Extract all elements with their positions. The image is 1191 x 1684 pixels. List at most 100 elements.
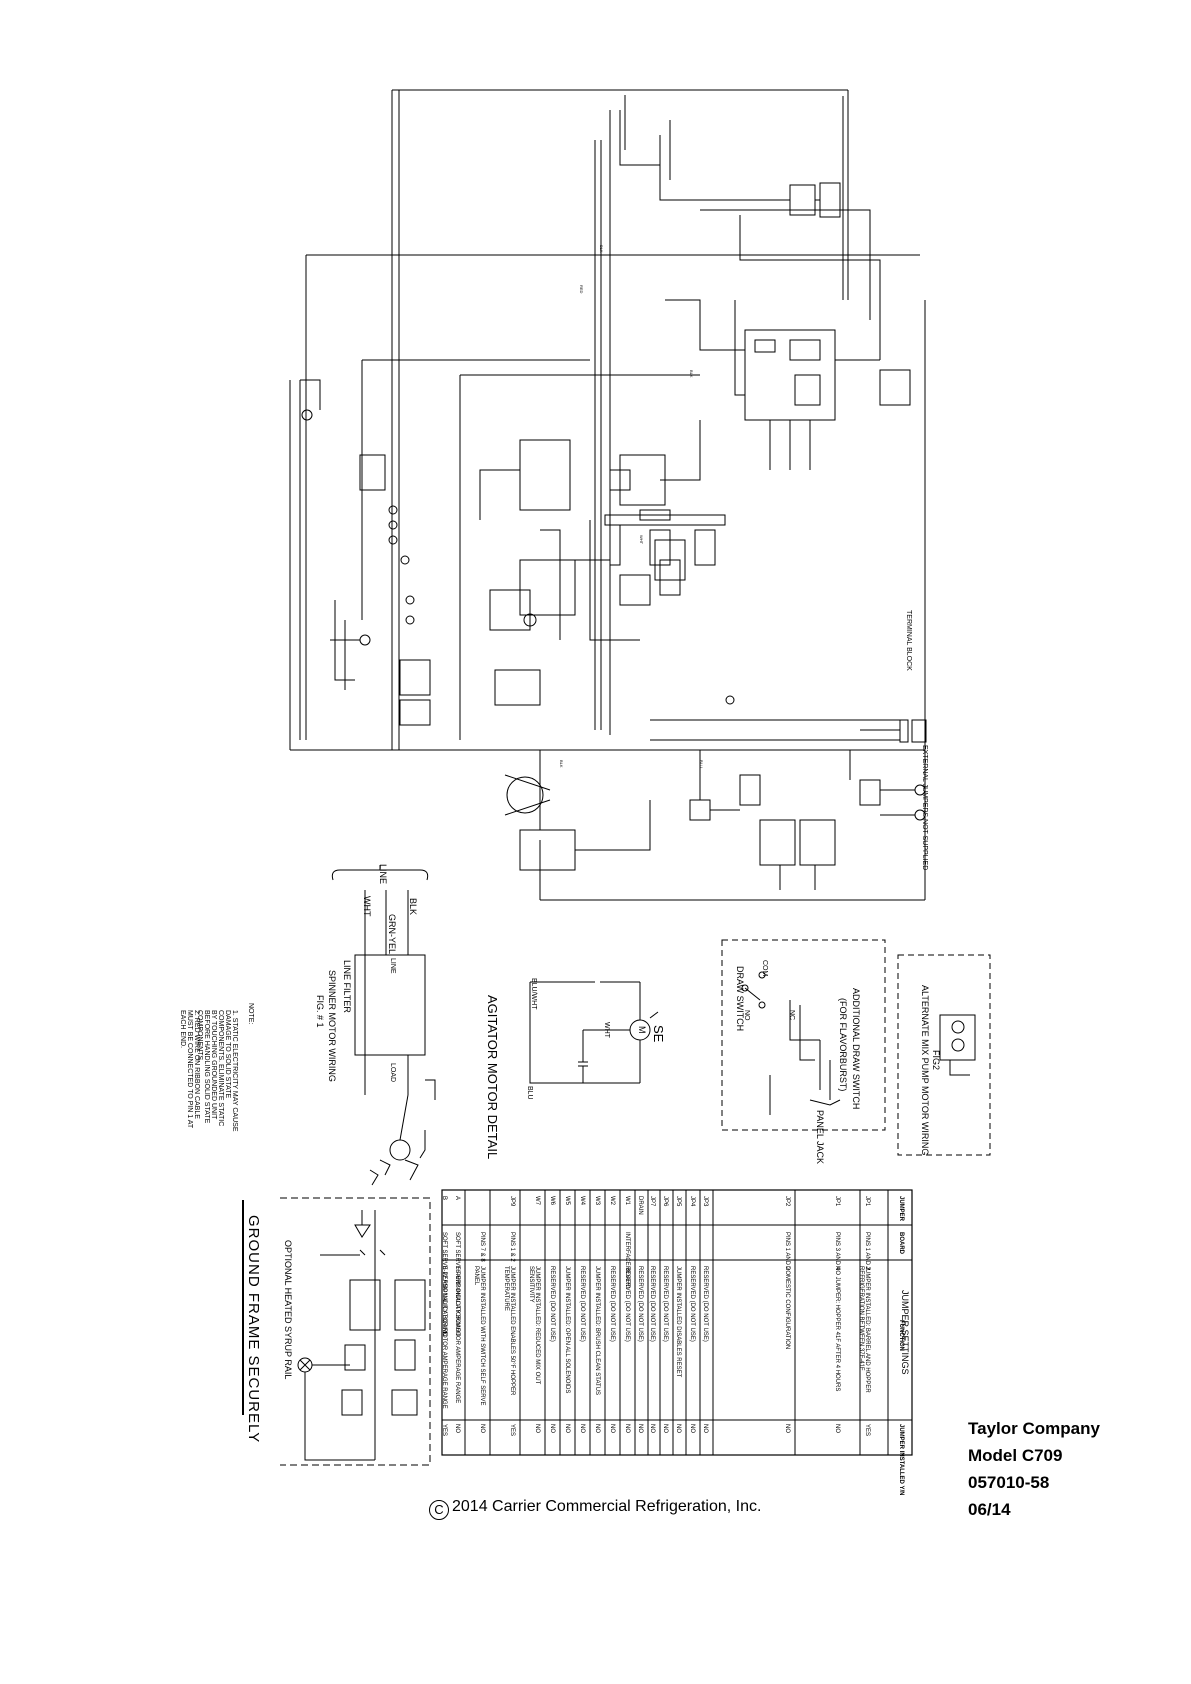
- jt-cell-r14-c3: NO: [549, 1424, 555, 1433]
- line-in-label: LINE: [389, 958, 396, 974]
- jt-cell-r16-c2: JUMPER INSTALLED ENABLES 50°F HOPPER TEM…: [503, 1266, 515, 1396]
- spinner-motor-wiring-label: SPINNER MOTOR WIRING: [327, 970, 337, 1082]
- jt-header-jumper: JUMPER: [898, 1196, 904, 1222]
- drawing-date: 06/14: [968, 1500, 1011, 1519]
- jt-cell-r0-c1: PINS 1 AND 2: [864, 1232, 870, 1271]
- jt-cell-r19-c2: 8-12 AMP INDICATOR/MOTOR AMPERAGE RANGE: [441, 1266, 447, 1409]
- jt-cell-r1-c0: JP1: [834, 1196, 840, 1207]
- com-label: COM: [761, 960, 768, 977]
- jt-cell-r7-c2: RESERVED (DO NOT USE): [649, 1266, 655, 1342]
- optional-heated-rail-label: OPTIONAL HEATED SYRUP RAIL: [283, 1240, 293, 1380]
- jt-cell-r3-c0: JP3: [702, 1196, 708, 1207]
- jt-cell-r9-c3: NO: [624, 1424, 630, 1433]
- jt-cell-r7-c0: JP7: [649, 1196, 655, 1207]
- external-jumpers-label: EXTERNAL JUMPERS NOT SUPPLIED: [921, 745, 928, 871]
- jt-cell-r16-c0: JP9: [509, 1196, 515, 1207]
- jt-cell-r5-c3: NO: [675, 1424, 681, 1433]
- for-flavorburst-label: (FOR FLAVORBURST): [838, 998, 848, 1092]
- jt-cell-r11-c0: W3: [594, 1196, 600, 1205]
- jt-cell-r1-c1: PINS 3 AND 4: [834, 1232, 840, 1271]
- jt-cell-r12-c0: W4: [579, 1196, 585, 1205]
- jt-cell-r4-c0: JP4: [689, 1196, 695, 1207]
- jt-cell-r0-c3: YES: [864, 1424, 870, 1437]
- note-1: 1. STATIC ELECTRICITY MAY CAUSE DAMAGE T…: [196, 1010, 238, 1132]
- jt-cell-r1-c2: NO JUMPER: HOPPER 41F AFTER 4 HOURS: [834, 1266, 840, 1392]
- jt-cell-r8-c2: RESERVED (DO NOT USE): [637, 1266, 643, 1342]
- jt-cell-r5-c0: JP5: [675, 1196, 681, 1207]
- jt-header-function: FUNCTION: [898, 1320, 904, 1351]
- panel-jack-label: PANEL JACK: [815, 1110, 825, 1165]
- drawing-number: 057010-58: [968, 1473, 1050, 1492]
- jt-cell-r18-c2: 16 AMP INDICATOR/MOTOR AMPERAGE RANGE: [454, 1266, 460, 1404]
- jt-cell-r6-c3: NO: [662, 1424, 668, 1433]
- grn-yel-label: GRN-YEL: [387, 914, 397, 955]
- jt-cell-r2-c0: JP2: [784, 1196, 790, 1207]
- jt-cell-r11-c2: JUMPER INSTALLED: BRUSH CLEAN STATUS: [594, 1266, 600, 1396]
- svg-text:WHT: WHT: [639, 535, 644, 545]
- jt-cell-r18-c3: NO: [454, 1424, 460, 1433]
- jt-cell-r0-c2: JUMPER INSTALLED: BARREL AND HOPPER REFR…: [858, 1266, 870, 1393]
- line-label: LINE: [378, 864, 388, 885]
- model-number: Model C709: [968, 1446, 1063, 1465]
- jt-cell-r13-c3: NO: [564, 1424, 570, 1433]
- no-label: NO: [743, 1010, 750, 1021]
- svg-text:BLK: BLK: [599, 245, 604, 253]
- draw-switch-label: DRAW SWITCH: [735, 966, 745, 1032]
- jt-cell-r8-c3: NO: [637, 1424, 643, 1433]
- svg-text:BLU: BLU: [699, 760, 704, 768]
- ground-frame-label: GROUND FRAME SECURELY: [245, 1215, 262, 1444]
- copyright-text: 2014 Carrier Commercial Refrigeration, I…: [452, 1498, 762, 1515]
- jt-cell-r17-c3: NO: [479, 1424, 485, 1433]
- se-label: SE: [651, 1025, 666, 1043]
- jt-cell-r0-c0: JP1: [864, 1196, 870, 1207]
- svg-text:BLK: BLK: [689, 370, 694, 378]
- fig2-label: FIG2: [931, 1050, 941, 1071]
- note-2: 2. RED WIRE ON RIBBON CABLE MUST BE CONN…: [179, 1010, 200, 1128]
- jt-cell-r19-c0: B: [441, 1196, 447, 1201]
- jt-cell-r17-c1: PINS 7 & 8: [479, 1232, 485, 1262]
- company-name: Taylor Company: [968, 1419, 1100, 1438]
- jt-cell-r11-c3: NO: [594, 1424, 600, 1433]
- jt-cell-r13-c0: W5: [564, 1196, 570, 1205]
- svg-text:RED: RED: [579, 285, 584, 294]
- jt-cell-r16-c1: PINS 1 & 2: [509, 1232, 515, 1262]
- svg-text:BLK: BLK: [559, 760, 564, 768]
- jt-cell-r2-c3: NO: [784, 1424, 790, 1433]
- jt-cell-r17-c2: JUMPER INSTALLED WITH SWITCH SELF SERVE …: [473, 1266, 485, 1406]
- jt-cell-r9-c2: RESERVED (DO NOT USE): [624, 1266, 630, 1342]
- jt-cell-r10-c2: RESERVED (DO NOT USE): [609, 1266, 615, 1342]
- jt-cell-r6-c2: RESERVED (DO NOT USE): [662, 1266, 668, 1342]
- motor-m-label: M: [637, 1026, 647, 1034]
- jt-cell-r14-c0: W6: [549, 1196, 555, 1205]
- load-label: LOAD: [389, 1063, 396, 1083]
- wht-short-label: WHT: [603, 1022, 610, 1038]
- jt-cell-r18-c0: A: [454, 1196, 460, 1201]
- jt-cell-r9-c0: W1: [624, 1196, 630, 1205]
- jt-cell-r5-c2: JUMPER INSTALLED DISABLES RESET: [675, 1266, 681, 1378]
- jt-cell-r3-c2: RESERVED (DO NOT USE): [702, 1266, 708, 1342]
- blk-label: BLK: [408, 898, 418, 916]
- fig1-label: FIG. # 1: [315, 995, 325, 1028]
- title-block: Taylor Company Model C709 057010-58 06/1…: [968, 1415, 1100, 1523]
- jt-header-installed: JUMPER INSTALLED Y/N: [898, 1424, 904, 1496]
- jt-cell-r8-c0: DRAIN: [637, 1196, 643, 1215]
- jt-cell-r12-c3: NO: [579, 1424, 585, 1433]
- jt-cell-r14-c2: RESERVED (DO NOT USE): [549, 1266, 555, 1342]
- copyright-symbol: C: [429, 1500, 449, 1520]
- jt-cell-r10-c0: W2: [609, 1196, 615, 1205]
- jt-cell-r15-c2: JUMPER INSTALLED: REDUCED MIX OUT SENSIT…: [528, 1266, 540, 1385]
- jt-cell-r7-c3: NO: [649, 1424, 655, 1433]
- nc-label: NC: [788, 1010, 795, 1021]
- jt-cell-r13-c2: JUMPER INSTALLED: OPEN ALL SOLENOIDS: [564, 1266, 570, 1394]
- wht-label: WHT: [362, 896, 372, 917]
- jt-cell-r2-c1: PINS 1 AND 2: [784, 1232, 790, 1271]
- blu-label: BLU: [526, 1086, 533, 1100]
- terminal-block-label: TERMINAL BLOCK: [905, 610, 912, 671]
- jt-cell-r15-c0: W7: [534, 1196, 540, 1205]
- line-filter-label: LINE FILTER: [342, 960, 352, 1013]
- agitator-motor-detail-label: AGITATOR MOTOR DETAIL: [485, 995, 500, 1160]
- jt-cell-r10-c3: NO: [609, 1424, 615, 1433]
- jt-cell-r19-c3: YES: [441, 1424, 447, 1437]
